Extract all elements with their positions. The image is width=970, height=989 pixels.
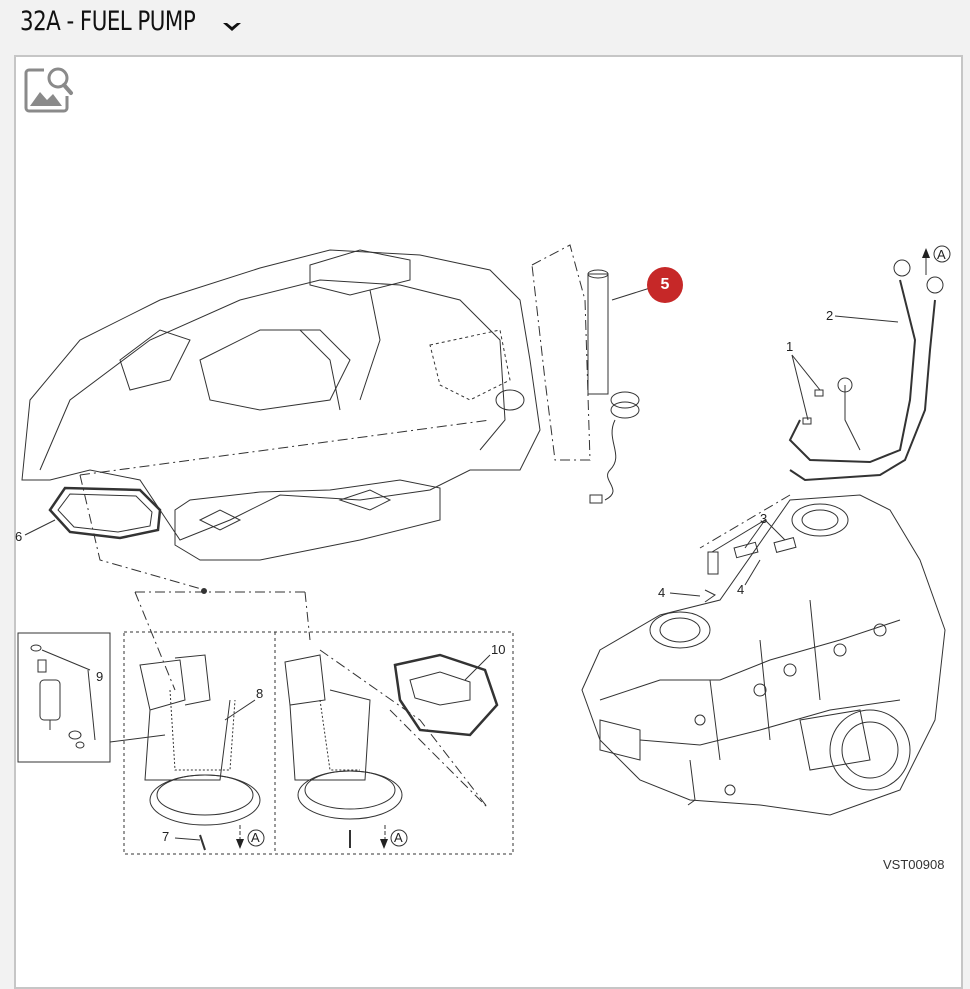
image-zoom-icon[interactable]: [24, 64, 74, 114]
callout-7: 7: [162, 829, 169, 844]
diagram-frame: [14, 55, 963, 989]
fuel-hoses-drawing: [788, 255, 944, 482]
callout-2: 2: [826, 308, 833, 323]
page-header: 32A - FUEL PUMP: [0, 0, 970, 52]
highlight-callout-5[interactable]: 5: [647, 267, 683, 303]
callout-4a: 4: [658, 585, 665, 600]
level-sensor-drawing: [531, 244, 651, 504]
pump-assembly-drawing: [109, 654, 261, 851]
page-title: 32A - FUEL PUMP: [20, 6, 196, 37]
cover-drawing: [393, 653, 499, 737]
callout-9: 9: [96, 669, 103, 684]
gasket-drawing: [48, 486, 162, 540]
engine-drawing: [581, 494, 946, 816]
filter-drawing: [30, 644, 96, 749]
callout-3: 3: [760, 511, 767, 526]
ref-mark-a-3: A: [394, 830, 403, 845]
chevron-down-icon[interactable]: [221, 18, 243, 36]
ref-mark-a-2: A: [251, 830, 260, 845]
callout-4b: 4: [737, 582, 744, 597]
fuel-tank-drawing: [21, 249, 541, 561]
callout-8: 8: [256, 686, 263, 701]
pump-assembly-alt-drawing: [284, 649, 489, 848]
callout-1: 1: [786, 339, 793, 354]
drawing-code: VST00908: [883, 857, 945, 872]
callout-6: 6: [15, 529, 22, 544]
callout-10: 10: [491, 642, 505, 657]
ref-mark-a-1: A: [937, 247, 946, 262]
clips-drawing: [669, 354, 824, 603]
